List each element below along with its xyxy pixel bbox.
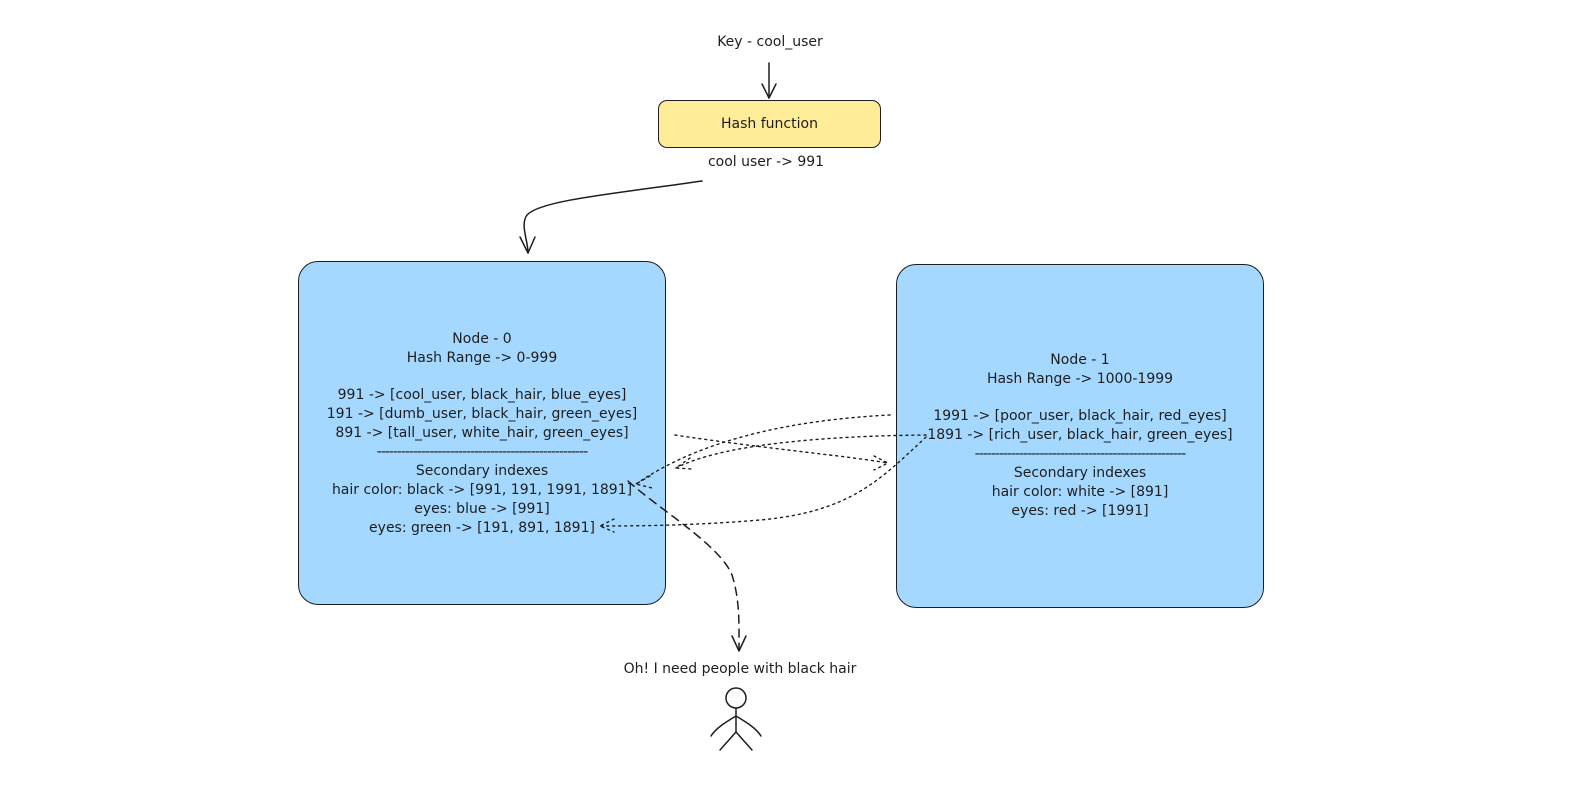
node-1-content: Node - 1 Hash Range -> 1000-1999 1991 ->… [897,351,1263,521]
node-1-separator: ----------------------------------------… [974,446,1187,462]
node-0-box: Node - 0 Hash Range -> 0-999 991 -> [coo… [298,261,666,605]
node-1-secondary-index: eyes: red -> [1991] [1011,503,1149,519]
node-0-hash-range: Hash Range -> 0-999 [406,350,558,366]
node-0-separator: ----------------------------------------… [376,444,589,460]
node-0-secondary-index: hair color: black -> [991, 191, 1991, 18… [331,482,633,498]
node-0-content: Node - 0 Hash Range -> 0-999 991 -> [coo… [299,330,665,538]
query-to-index-arrowhead [731,635,747,652]
node-0-secondary-title: Secondary indexes [415,463,549,479]
node0-to-node1-dotted-link [674,434,889,464]
hash-result-label: cool user -> 991 [707,154,825,170]
key-to-hash-arrowhead [761,83,777,99]
hash-to-node0-arrow [523,180,703,254]
node-0-record: 991 -> [cool_user, black_hair, blue_eyes… [337,387,627,403]
green-index-dotted-head [599,518,615,533]
node-1-secondary-title: Secondary indexes [1013,465,1147,481]
query-to-index-dashed-link [627,480,740,651]
user-query-label: Oh! I need people with black hair [623,661,857,677]
black-index-dotted-head [635,475,653,489]
node-0-secondary-index: eyes: blue -> [991] [414,501,550,517]
node1-1991-to-black-index-link [635,414,891,485]
node0-to-node1-dotted-head [873,455,889,471]
node-1-hash-range: Hash Range -> 1000-1999 [986,371,1174,387]
node-1-record: 1991 -> [poor_user, black_hair, red_eyes… [933,408,1227,424]
node-1-box: Node - 1 Hash Range -> 1000-1999 1991 ->… [896,264,1264,608]
node1-1891-to-green-index-link [599,436,927,527]
node-1-secondary-index: hair color: white -> [891] [991,484,1169,500]
node-0-title: Node - 0 [452,331,512,347]
node-1-record: 1891 -> [rich_user, black_hair, green_ey… [927,427,1233,443]
key-label: Key - cool_user [717,34,823,50]
node-0-secondary-index: eyes: green -> [191, 891, 1891] [369,520,595,536]
hash-function-label: Hash function [721,116,818,132]
node-1-title: Node - 1 [1050,352,1110,368]
hash-to-node0-arrowhead [519,236,536,254]
node-0-record: 891 -> [tall_user, white_hair, green_eye… [335,425,629,441]
node-0-record: 191 -> [dumb_user, black_hair, green_eye… [326,406,638,422]
person-icon [710,687,762,751]
hash-function-box: Hash function [658,100,881,148]
black-index-dotted-head-2 [675,457,693,470]
